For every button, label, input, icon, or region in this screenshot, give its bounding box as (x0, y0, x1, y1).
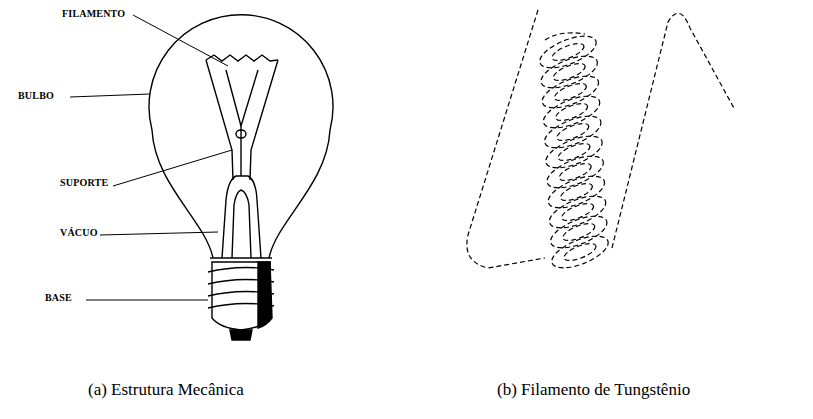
coil-winding-inner (555, 120, 591, 144)
coil-winding-inner (558, 180, 594, 204)
coil-winding (546, 210, 611, 255)
coil-winding (537, 50, 602, 95)
lead-wire (250, 60, 278, 180)
coil-winding (542, 130, 607, 175)
coil-winding (548, 230, 613, 275)
figure-caption: (a) Estrutura Mecânica (88, 380, 244, 400)
glass-stem (222, 176, 261, 258)
filament-wire (467, 10, 545, 268)
base-tip (230, 330, 252, 340)
coil-winding-inner (551, 60, 587, 84)
tungsten-filament (467, 10, 735, 274)
coil-winding (539, 90, 604, 135)
part-label: BULBO (18, 90, 54, 101)
coil-winding (545, 190, 610, 235)
coil-winding-inner (550, 40, 586, 64)
bulb-neck (210, 257, 272, 258)
part-label: SUPORTE (60, 177, 108, 188)
coil-winding (543, 150, 608, 195)
filament-wire (612, 13, 735, 248)
leader-line (133, 15, 228, 66)
coil-winding-inner (560, 200, 596, 224)
coil-winding (540, 110, 605, 155)
stem-inner (232, 190, 251, 258)
filament-hooks (226, 70, 258, 126)
coil-winding-inner (554, 100, 590, 124)
filament-wire (545, 33, 585, 40)
coil-winding-inner (557, 160, 593, 184)
bulb-glass (149, 15, 333, 258)
coil-winding-inner (556, 140, 592, 164)
base-contact (258, 262, 272, 328)
leader-line (113, 150, 232, 186)
part-label: VÁCUO (60, 227, 98, 238)
part-label: BASE (45, 292, 72, 303)
leader-line (100, 232, 218, 235)
leader-line (70, 94, 150, 97)
leader-line (86, 300, 208, 301)
bulb-drawing (70, 15, 333, 340)
coil-winding (538, 70, 603, 115)
coil-winding-inner (562, 240, 598, 264)
figure-caption: (b) Filamento de Tungstênio (497, 380, 690, 400)
coil-winding (544, 170, 609, 215)
support-wire (240, 126, 241, 176)
coil-winding-inner (561, 220, 597, 244)
part-label: FILAMENTO (62, 8, 125, 19)
coil-winding (536, 30, 601, 75)
lead-wire (206, 60, 233, 180)
coil-winding-inner (552, 80, 588, 104)
support-bead (236, 130, 246, 138)
